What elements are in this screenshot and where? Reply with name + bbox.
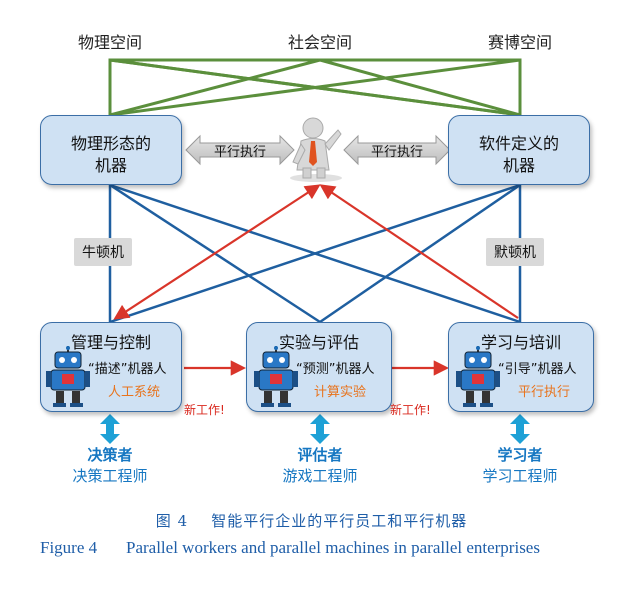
parallel-exec-label-right: 平行执行 [370, 145, 423, 160]
software-machine-line1: 软件定义的 [478, 134, 559, 153]
system-title: 实验与评估 [278, 333, 359, 352]
caption-en: Figure 4 Parallel workers and parallel ma… [40, 537, 600, 559]
new-work-label-1: 新工作! [184, 403, 225, 417]
software-machine-box: 软件定义的 机器 [448, 115, 590, 185]
role-decision-engineer: 决策工程师 [72, 467, 148, 485]
system-title: 管理与控制 [70, 333, 151, 352]
caption-cn: 图 4 智能平行企业的平行员工和平行机器 [0, 510, 623, 531]
space-label-physical: 物理空间 [77, 33, 142, 52]
person-icon [290, 117, 342, 182]
space-label-cyber: 赛博空间 [487, 33, 552, 52]
role-learner: 学习者 [497, 446, 543, 464]
robot-icon [254, 346, 298, 407]
robot-icon [46, 346, 90, 407]
role-arrows [100, 414, 530, 444]
space-connection-lines [108, 58, 522, 117]
caption-cn-text: 智能平行企业的平行员工和平行机器 [211, 512, 468, 530]
physical-machine-line1: 物理形态的 [70, 134, 151, 153]
machine-system-lines [108, 183, 522, 324]
space-label-social: 社会空间 [287, 33, 352, 52]
caption-en-number: Figure 4 [40, 538, 98, 557]
robot-label-guide: “引导”机器人 [498, 362, 577, 377]
robot-sub-computational-experiment: 计算实验 [314, 385, 367, 400]
parallel-exec-label-left: 平行执行 [213, 145, 266, 160]
role-decision-maker: 决策者 [87, 446, 133, 464]
robot-sub-artificial-system: 人工系统 [108, 385, 161, 400]
merton-machine-tag: 默顿机 [486, 238, 544, 266]
caption-cn-number: 图 4 [155, 512, 189, 530]
robot-icon [456, 346, 500, 407]
person-feedback-arrows [113, 184, 519, 376]
robot-label-predict: “预测”机器人 [296, 362, 375, 377]
physical-machine-line2: 机器 [94, 156, 127, 175]
robot-sub-parallel-exec: 平行执行 [518, 385, 571, 400]
new-work-label-2: 新工作! [390, 403, 431, 417]
newton-machine-tag: 牛顿机 [74, 238, 132, 266]
physical-machine-box: 物理形态的 机器 [40, 115, 182, 185]
role-learning-engineer: 学习工程师 [482, 467, 558, 485]
system-title: 学习与培训 [480, 333, 561, 352]
caption-en-text: Parallel workers and parallel machines i… [126, 538, 540, 557]
parallel-exec-arrow-left [185, 134, 295, 166]
role-game-engineer: 游戏工程师 [282, 467, 358, 485]
robot-label-describe: “描述”机器人 [88, 362, 167, 377]
role-evaluator: 评估者 [297, 446, 343, 464]
software-machine-line2: 机器 [502, 156, 535, 175]
